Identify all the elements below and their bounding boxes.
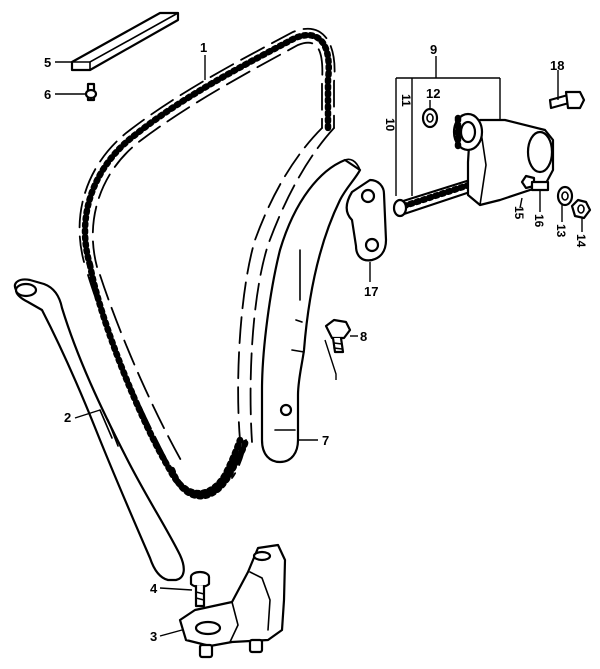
callout-16: 16 [532, 214, 546, 228]
bolt-tensioner-guide [324, 318, 352, 354]
callout-5: 5 [44, 55, 51, 70]
screw-damper [84, 82, 98, 102]
bolt-guide-bracket [189, 570, 211, 608]
callout-14: 14 [574, 234, 588, 248]
washer-13 [556, 185, 574, 207]
callout-9: 9 [430, 42, 437, 57]
callout-4: 4 [150, 581, 158, 596]
callout-11: 11 [399, 94, 413, 107]
callout-18: 18 [550, 58, 564, 73]
callout-13: 13 [554, 224, 568, 238]
callout-12: 12 [426, 86, 440, 101]
callout-15: 15 [512, 206, 526, 220]
chain-damper-top [70, 11, 180, 72]
callout-10: 10 [383, 118, 397, 132]
nut-14 [570, 198, 592, 220]
callout-6: 6 [44, 87, 51, 102]
callout-3: 3 [150, 629, 157, 644]
timing-chain [78, 27, 336, 500]
nut-12 [421, 107, 439, 129]
tensioner-gasket [345, 178, 388, 262]
callout-labels: 1 5 6 2 4 3 7 8 9 12 18 17 10 11 15 16 1… [44, 40, 588, 644]
callout-8: 8 [360, 329, 367, 344]
callout-17: 17 [364, 284, 378, 299]
callout-2: 2 [64, 410, 71, 425]
leader-lines [55, 55, 583, 637]
guide-bracket [178, 543, 287, 659]
spring-pin-15-16 [520, 174, 550, 192]
callout-1: 1 [200, 40, 207, 55]
callout-7: 7 [322, 433, 329, 448]
chain-guide-left [13, 278, 185, 582]
bolt-18 [548, 90, 586, 110]
chain-tensioner-guide [260, 158, 362, 464]
chain-tensioner-adjuster [392, 112, 555, 218]
